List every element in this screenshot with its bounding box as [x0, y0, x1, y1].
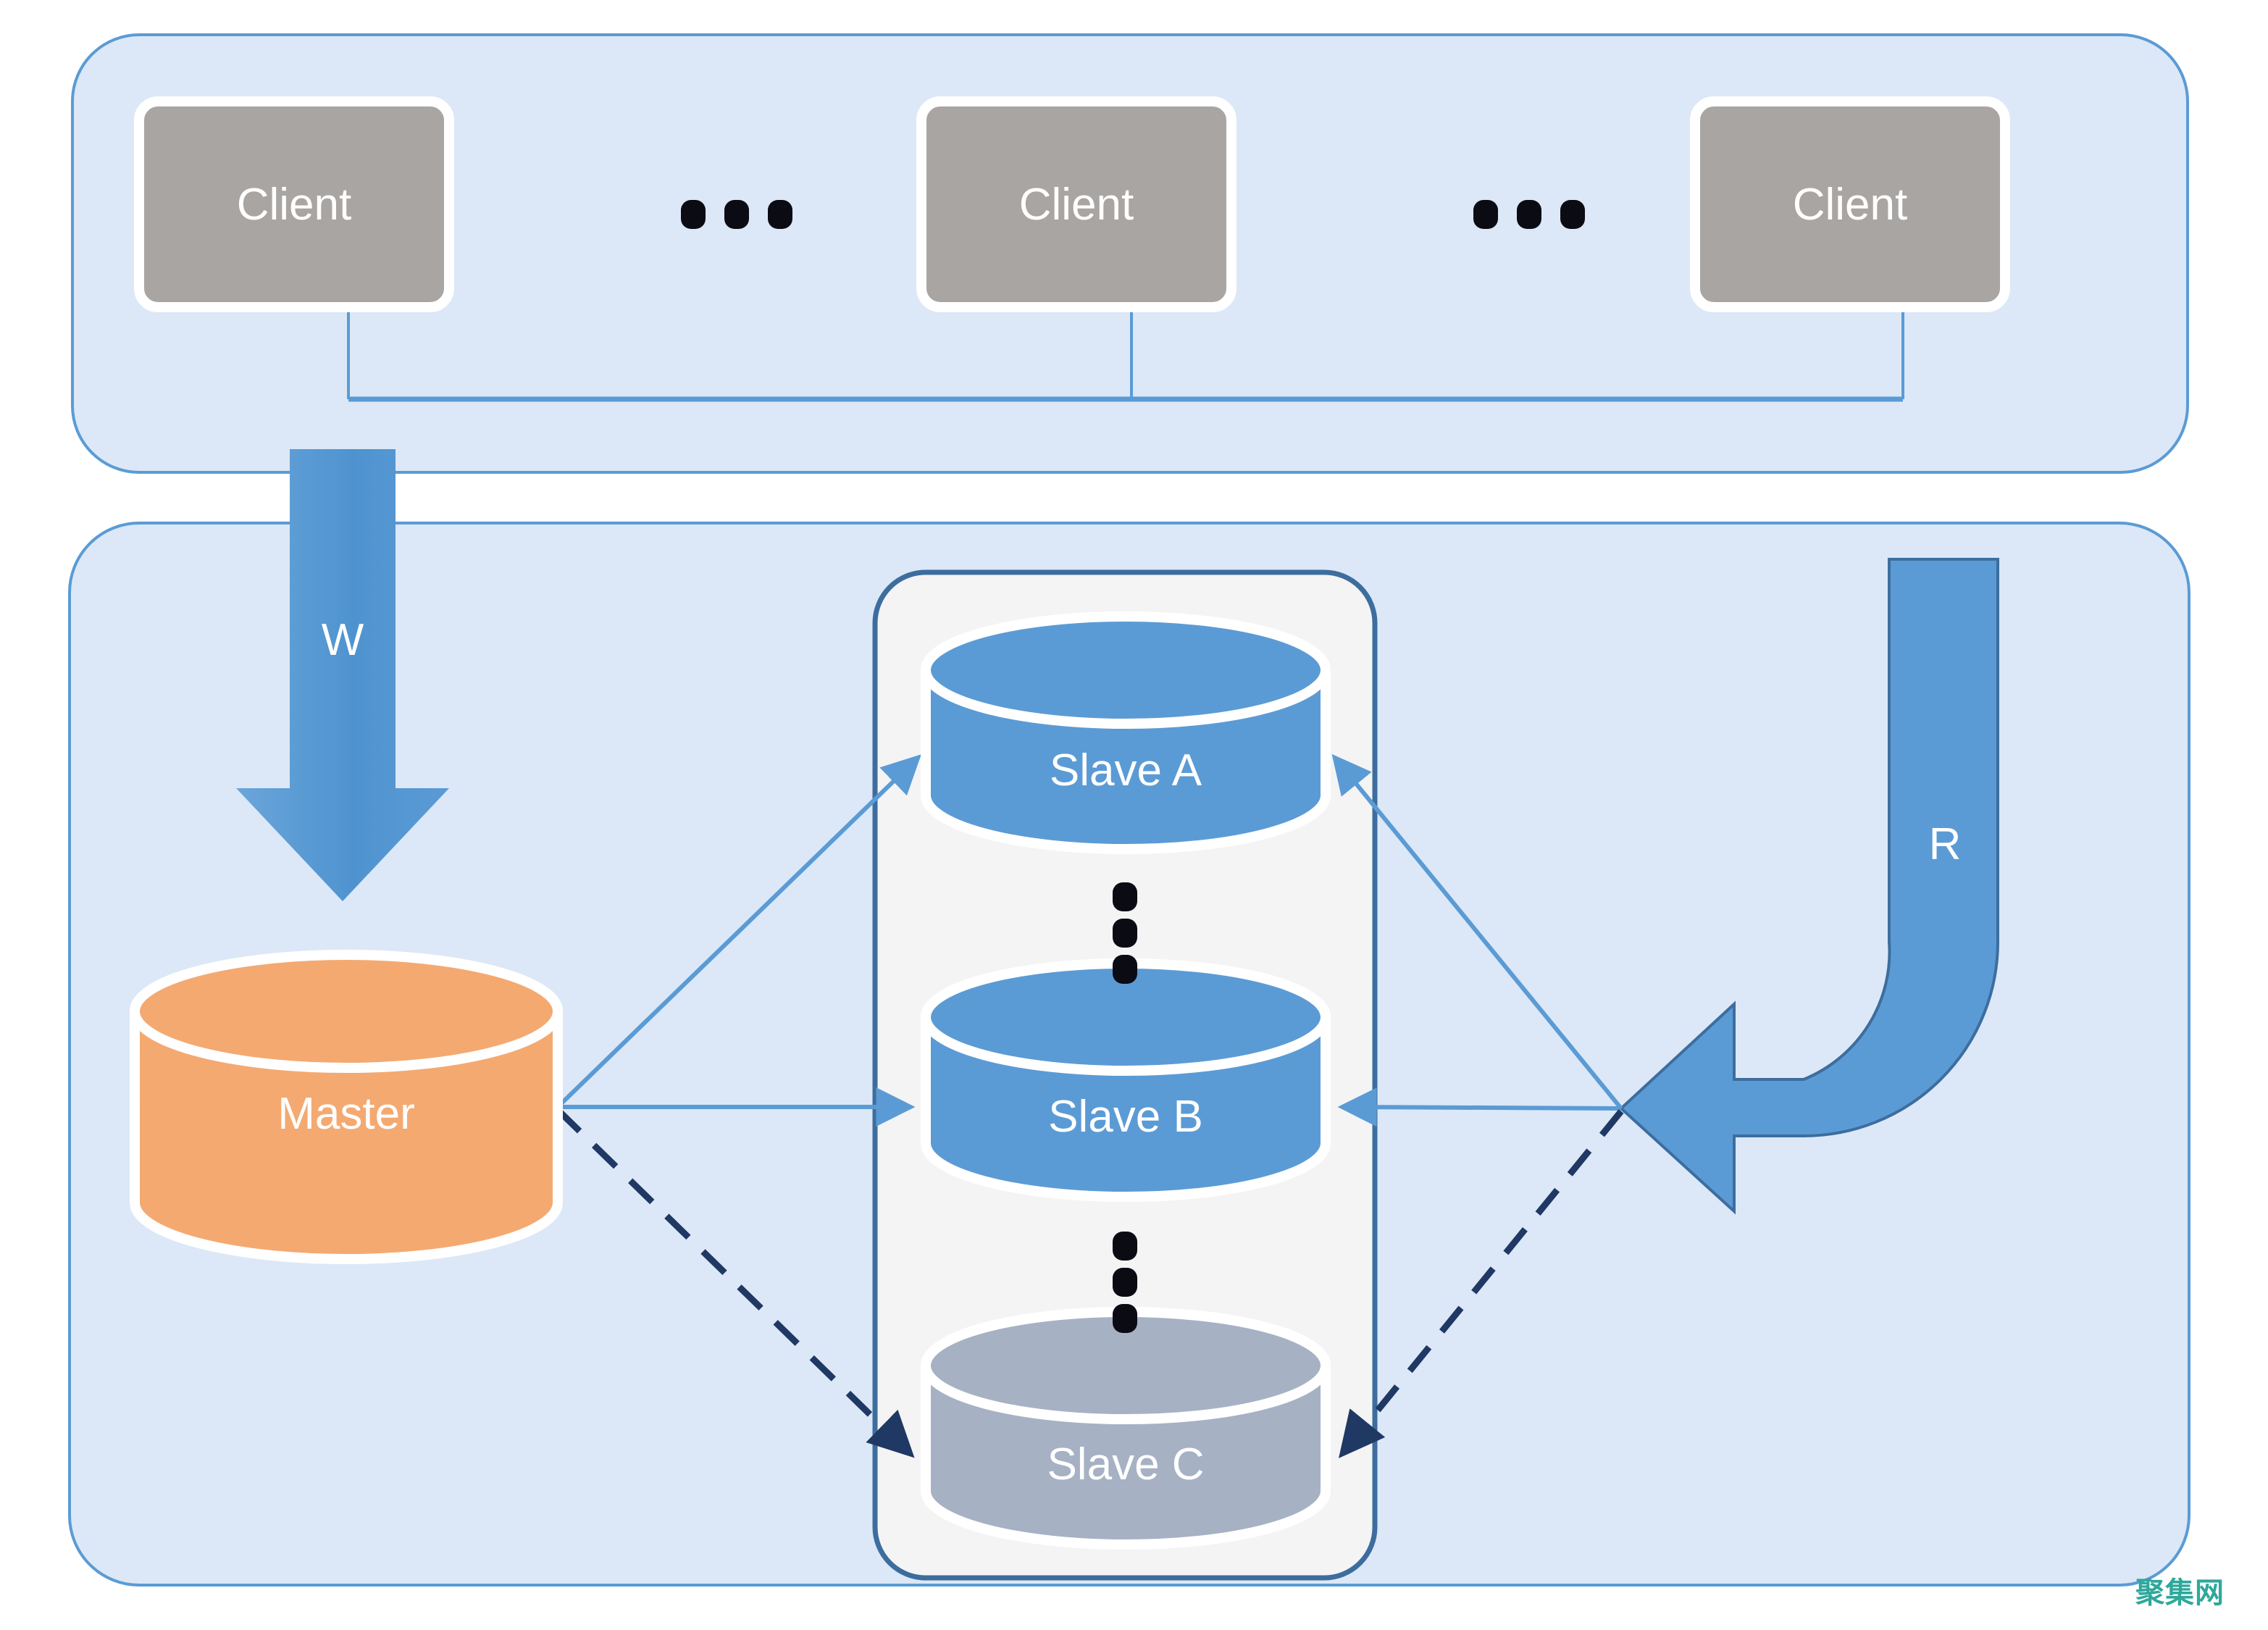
read-arrow[interactable]: [1619, 558, 1999, 1215]
client-boxes: [134, 96, 2010, 312]
read-to-slave-c-arrow: [1339, 1109, 1624, 1458]
read-to-slave-a-arrow: [1331, 753, 1623, 1110]
watermark: 聚集网: [2135, 1576, 2225, 1610]
master-to-slave-c-arrow: [555, 1107, 915, 1458]
read-to-slave-b-arrow: [1337, 1087, 1622, 1127]
master-cylinder-top[interactable]: [130, 950, 563, 1073]
slave-b-database-cylinder[interactable]: [921, 958, 1331, 1202]
master-to-slave-a-arrow: [556, 754, 921, 1109]
client-box-2[interactable]: [916, 96, 1236, 312]
client-box-1[interactable]: [134, 96, 454, 312]
write-arrow-shape[interactable]: [236, 449, 449, 901]
write-arrow[interactable]: [236, 449, 449, 901]
slave-c-database-cylinder[interactable]: [921, 1307, 1331, 1550]
ellipsis-icon-1: [681, 200, 792, 229]
vertical-ellipsis-icon-2: [1113, 1232, 1137, 1333]
slave-a-database-cylinder[interactable]: [921, 611, 1331, 854]
read-arrow-shape[interactable]: [1619, 558, 1999, 1215]
slave-ellipsis-dots: [1113, 882, 1137, 1333]
read-to-slave-connectors: [1331, 753, 1624, 1458]
master-database-cylinder[interactable]: [130, 950, 563, 1264]
client-box-3[interactable]: [1690, 96, 2010, 312]
vertical-ellipsis-icon-1: [1113, 882, 1137, 984]
ellipsis-icon-2: [1473, 200, 1585, 229]
slave-a-cylinder-top[interactable]: [921, 611, 1331, 729]
master-to-slave-connectors: [555, 754, 921, 1458]
client-ellipsis-dots: [681, 200, 1585, 229]
client-connector-lines: [347, 306, 1904, 402]
